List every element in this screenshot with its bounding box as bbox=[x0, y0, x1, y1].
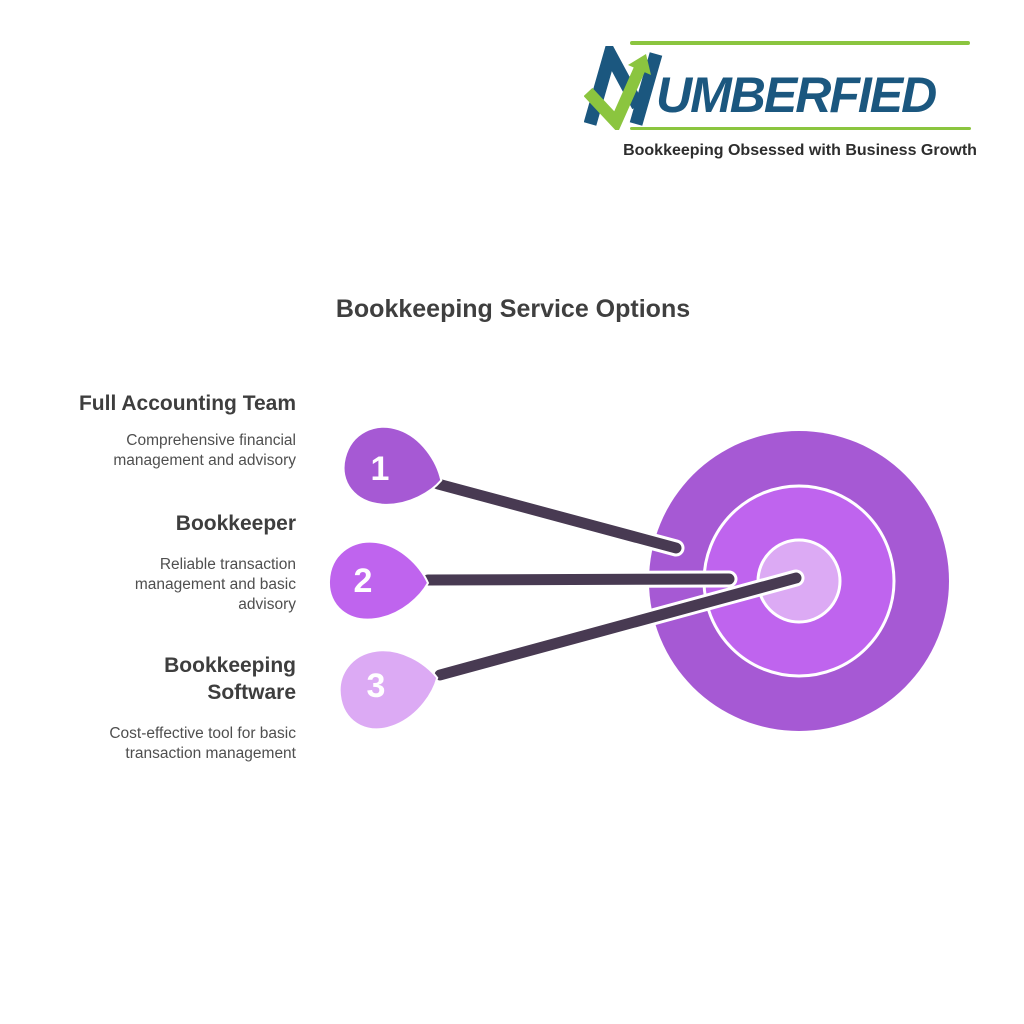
monogram-growth-arrow-shaft bbox=[584, 65, 646, 130]
page-title: Bookkeeping Service Options bbox=[335, 295, 691, 323]
option-bookkeeping-software: Bookkeeping Software Cost-effective tool… bbox=[40, 652, 296, 764]
connector-line-3 bbox=[434, 572, 802, 681]
numberfied-monogram-icon bbox=[584, 46, 663, 130]
pin-3-blob bbox=[338, 649, 439, 731]
pin-2-blob bbox=[327, 540, 430, 621]
logo-tagline: Bookkeeping Obsessed with Business Growt… bbox=[623, 142, 977, 159]
monogram-growth-arrowhead-icon bbox=[628, 54, 651, 75]
pin-1-blob bbox=[342, 425, 443, 506]
option-label: Full Accounting Team bbox=[78, 392, 296, 415]
option-label: Bookkeeping Software bbox=[164, 654, 296, 704]
pin-2-number: 2 bbox=[354, 562, 373, 600]
numbered-pins bbox=[327, 425, 443, 731]
pin-3-number: 3 bbox=[367, 667, 386, 705]
logo-bottom-rule bbox=[630, 127, 971, 130]
pin-1-number: 1 bbox=[371, 450, 390, 488]
connectors bbox=[422, 478, 802, 681]
option-full-accounting-team: Full Accounting Team Comprehensive finan… bbox=[40, 390, 296, 471]
brand-wordmark: UMBERFIED bbox=[656, 67, 937, 123]
logo-top-rule bbox=[630, 41, 970, 45]
connector-line-2 bbox=[422, 573, 735, 586]
option-label: Bookkeeper bbox=[175, 512, 296, 535]
connector-line-1 bbox=[432, 478, 682, 554]
option-description: Comprehensive financial management and a… bbox=[113, 432, 296, 469]
option-bookkeeper: Bookkeeper Reliable transaction manageme… bbox=[40, 510, 296, 615]
option-description: Reliable transaction management and basi… bbox=[134, 556, 296, 613]
option-description: Cost-effective tool for basic transactio… bbox=[109, 725, 296, 762]
